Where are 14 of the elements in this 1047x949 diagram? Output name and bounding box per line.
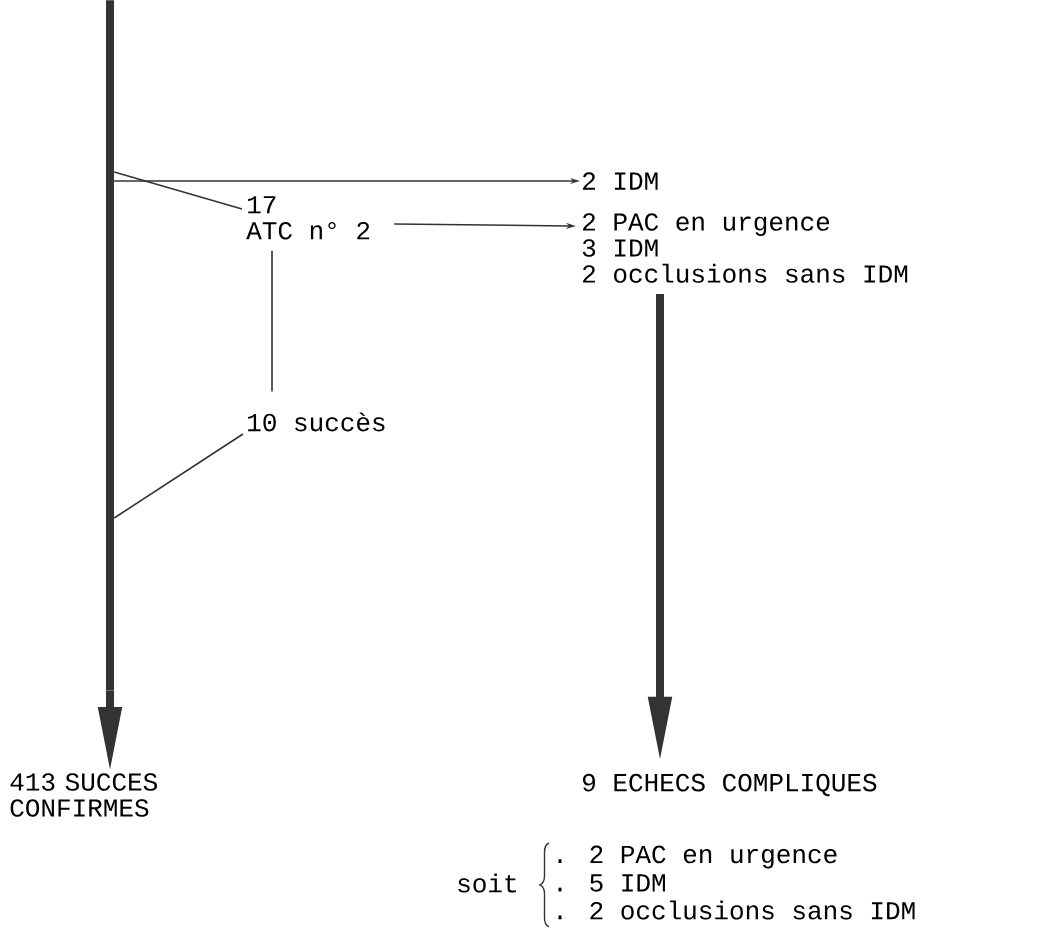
group-text: 10 succès [248, 412, 385, 432]
outcome-text: 2 IDM [583, 172, 658, 190]
connector-line [113, 433, 244, 519]
connector-line [113, 171, 243, 210]
list-item: . 5 IDM [558, 874, 665, 892]
label-text: soit [458, 873, 516, 893]
result-text: 413 SUCCES CONFIRMES [10, 773, 157, 817]
connector-line [271, 250, 273, 393]
group-text: 17 ATC n° 2 [246, 196, 370, 240]
list-item: . 2 PAC en urgence [558, 845, 837, 869]
list-item: . 2 occlusions sans IDM [558, 900, 915, 920]
result-text: 9 ECHECS COMPLIQUES [583, 773, 877, 797]
bar [106, 0, 114, 691]
outcome-list: 2 PAC en urgence 3 IDM 2 occlusions sans IDM [582, 213, 908, 283]
